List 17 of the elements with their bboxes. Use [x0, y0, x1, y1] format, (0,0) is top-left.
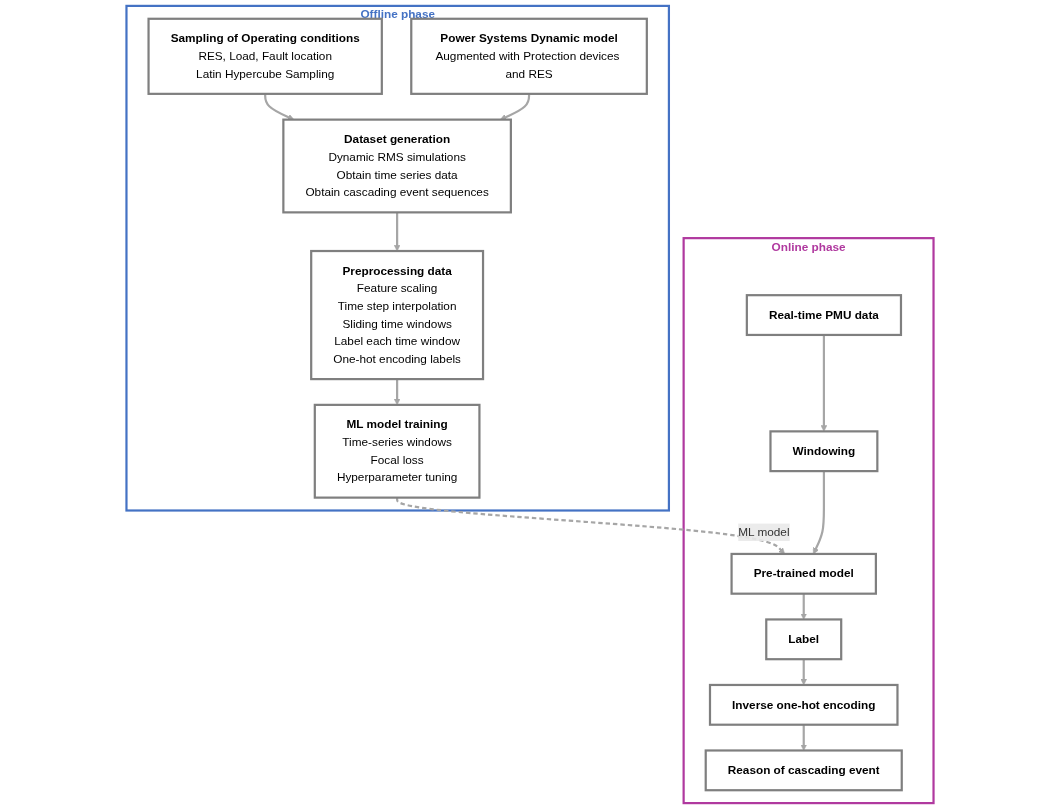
- arrow: [820, 334, 828, 432]
- node-box: Sampling of Operating conditions RES, Load, Fault location Latin Hypercube Sampling: [147, 17, 383, 95]
- node-box: Preprocessing data Feature scaling Time step interpolation Sliding time windows Label each time window One-hot encoding labels: [310, 249, 485, 381]
- arrow: [800, 724, 807, 751]
- node-box: Inverse one-hot encoding: [708, 683, 899, 726]
- edge-label: ML model: [738, 525, 790, 539]
- arrow: [800, 593, 807, 620]
- node-box: Dataset generation Dynamic RMS simulations Obtain time series data Obtain cascading event sequences: [282, 118, 512, 214]
- node-box: Windowing: [769, 430, 879, 473]
- arrow: [393, 212, 401, 252]
- node-box: Reason of cascading event: [704, 749, 903, 792]
- node-box: Real-time PMU data: [745, 294, 903, 337]
- node-box: Label: [765, 618, 843, 661]
- arrow: [500, 93, 531, 121]
- node-box: Pre-trained model: [730, 552, 877, 595]
- node-box: ML model training Time-series windows Focal loss Hyperparameter tuning: [313, 403, 481, 499]
- node-box: Power Systems Dynamic model Augmented with Protection devices and RES: [410, 17, 648, 95]
